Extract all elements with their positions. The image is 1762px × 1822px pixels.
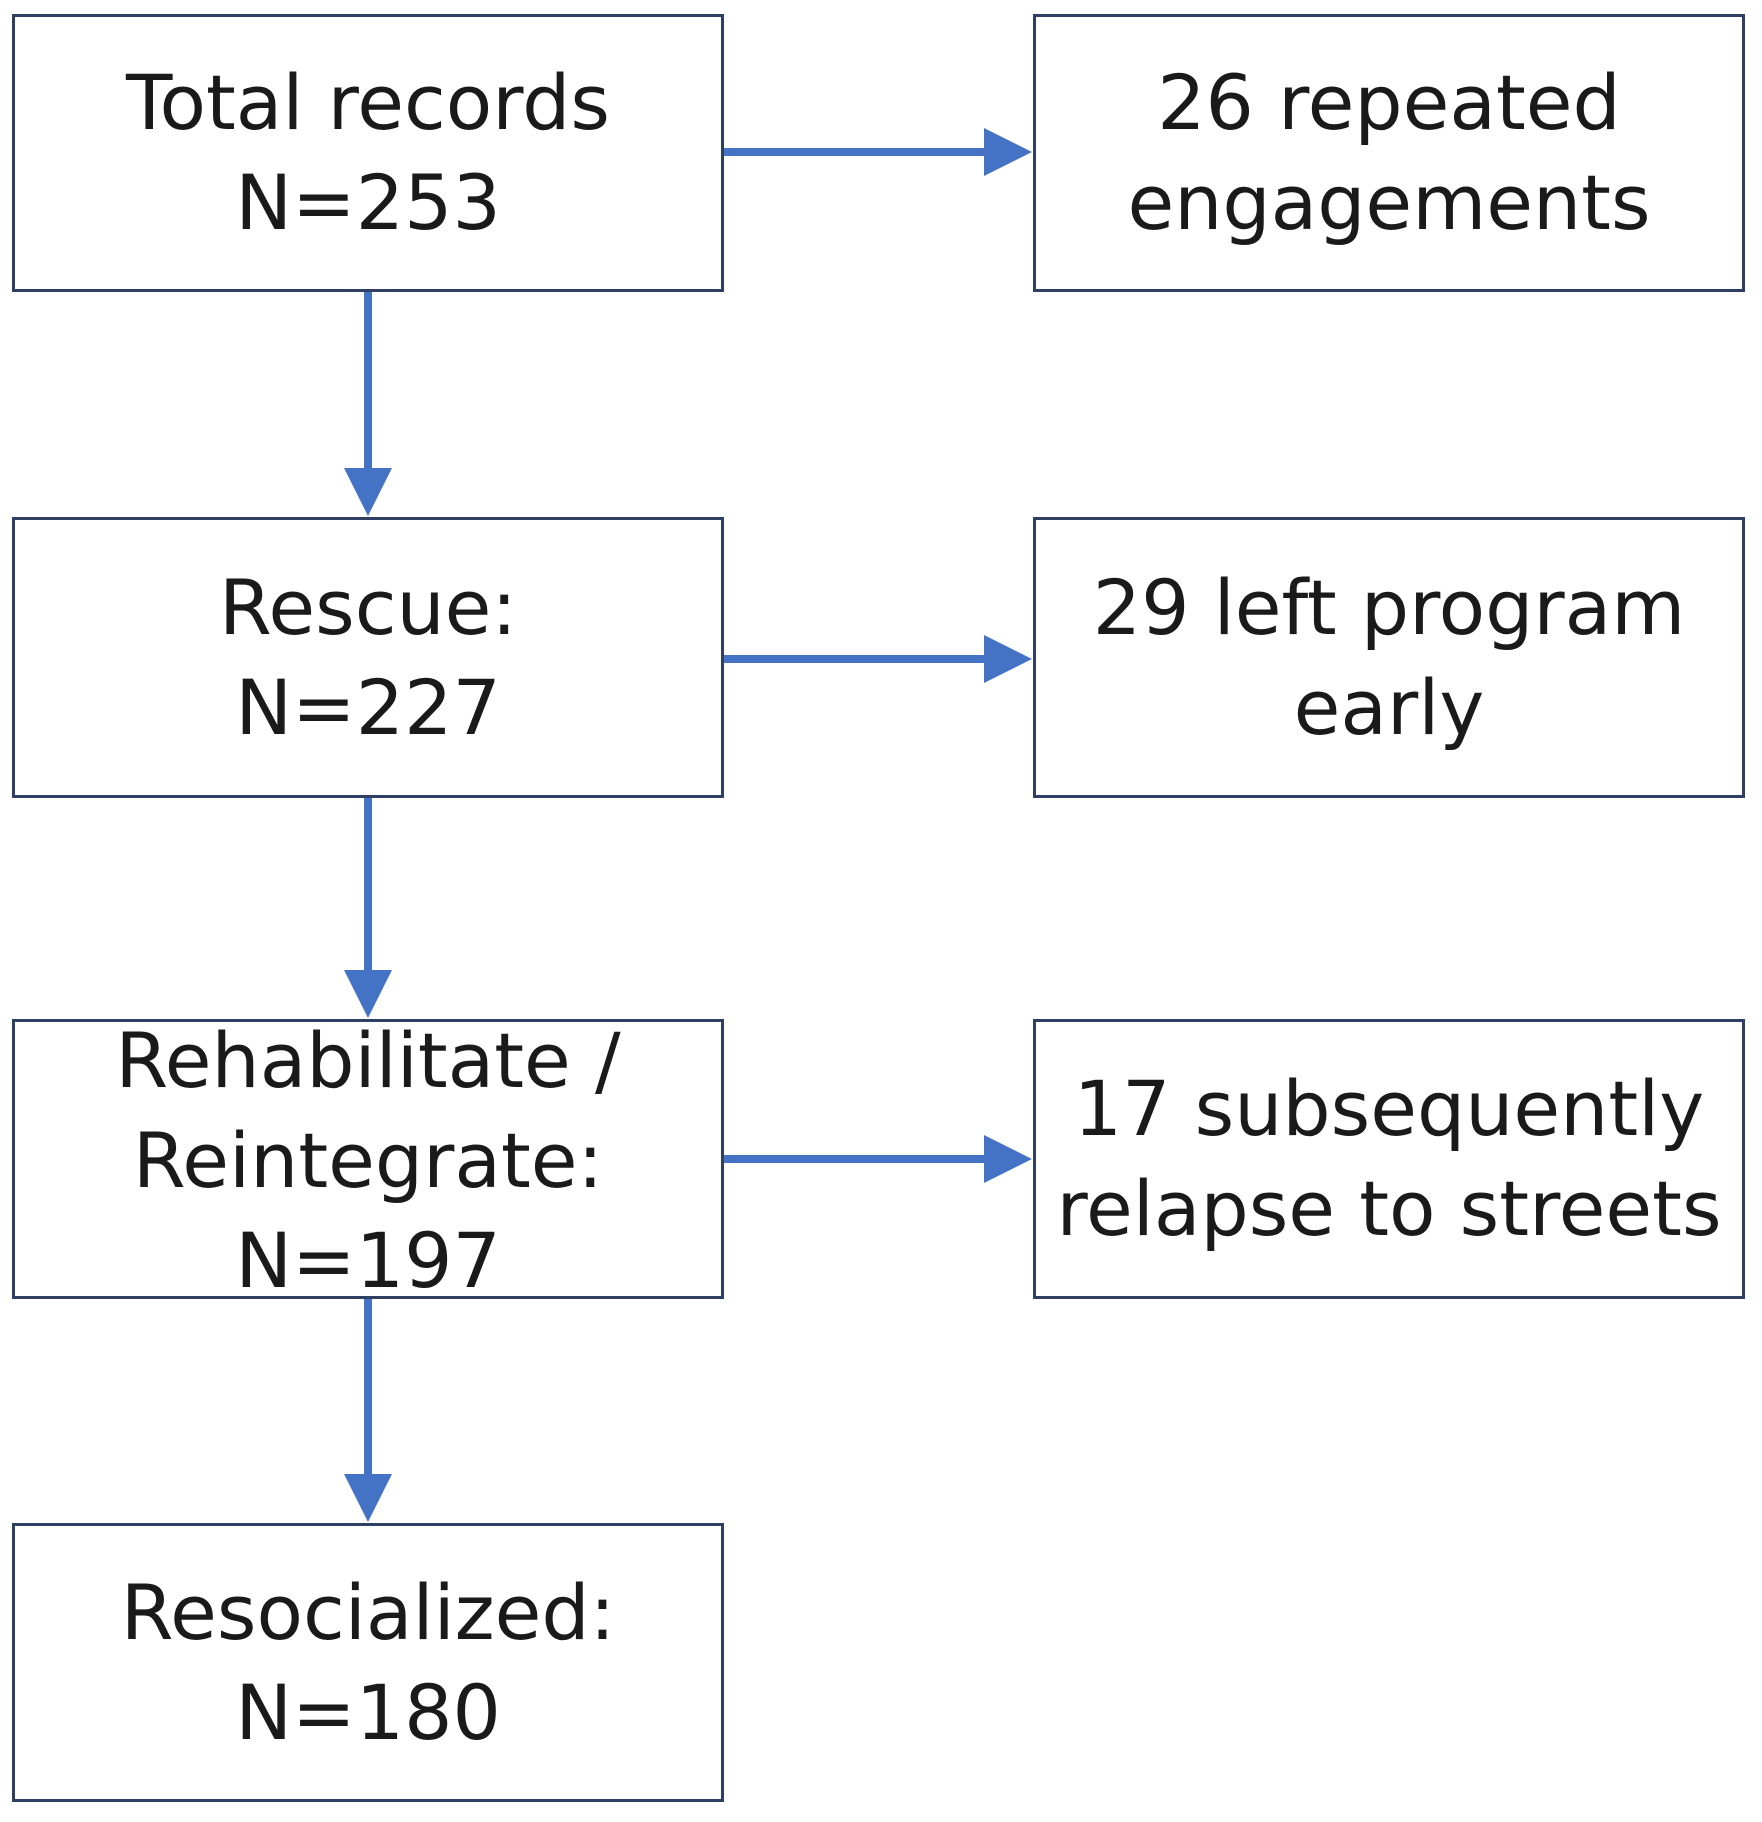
node-rescue-count: N=227 (235, 662, 501, 752)
node-relapse: 17 subsequently relapse to streets (1033, 1019, 1745, 1299)
node-rehabilitate-line2: Reintegrate: (132, 1116, 604, 1205)
node-resocialized: Resocialized: N=180 (12, 1523, 724, 1802)
node-repeated-engagements-line2: engagements (1127, 158, 1651, 247)
node-relapse-line2: relapse to streets (1056, 1164, 1722, 1253)
node-repeated-engagements-line1: 26 repeated (1157, 58, 1621, 147)
node-left-program-line1: 29 left program (1092, 562, 1686, 652)
node-rehabilitate-line1: Rehabilitate / (115, 1016, 621, 1105)
node-rescue-label: Rescue: (218, 562, 518, 652)
node-resocialized-label: Resocialized: (120, 1567, 616, 1657)
node-left-program-line2: early (1293, 662, 1485, 752)
node-left-program: 29 left program early (1033, 517, 1745, 798)
node-repeated-engagements: 26 repeated engagements (1033, 14, 1745, 292)
node-rescue: Rescue: N=227 (12, 517, 724, 798)
node-total-records: Total records N=253 (12, 14, 724, 292)
node-resocialized-count: N=180 (235, 1667, 501, 1757)
node-total-records-count: N=253 (235, 158, 501, 247)
node-rehabilitate-count: N=197 (235, 1216, 501, 1305)
node-rehabilitate: Rehabilitate / Reintegrate: N=197 (12, 1016, 724, 1305)
node-total-records-label: Total records (125, 58, 611, 147)
node-relapse-line1: 17 subsequently (1073, 1064, 1705, 1153)
